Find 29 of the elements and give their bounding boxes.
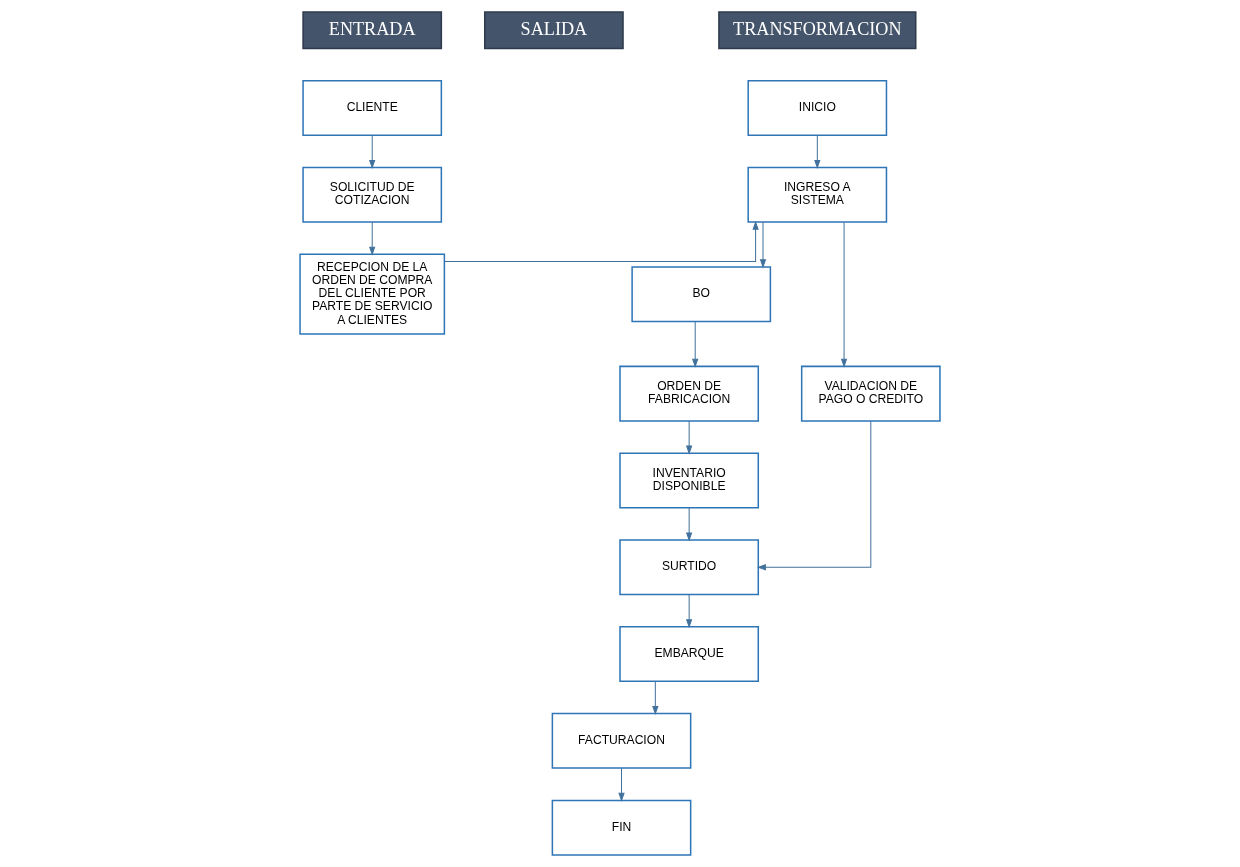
- node-box: FACTURACION: [551, 712, 692, 769]
- node-box: INGRESO A SISTEMA: [747, 166, 888, 223]
- node-box: INVENTARIO DISPONIBLE: [619, 452, 760, 509]
- node-box: INICIO: [747, 79, 888, 136]
- node-box: ORDEN DE FABRICACION: [619, 365, 760, 422]
- node-box: BO: [631, 266, 772, 323]
- arrow: [692, 321, 699, 368]
- node-box: SOLICITUD DE COTIZACION: [302, 166, 443, 223]
- node-box: SALIDA: [484, 11, 624, 50]
- arrow: [652, 681, 659, 716]
- arrow: [840, 221, 848, 368]
- node-box: VALIDACION DE PAGO O CREDITO: [800, 365, 941, 422]
- arrow: [759, 221, 767, 269]
- node-box: ENTRADA: [302, 11, 443, 50]
- arrow: [685, 594, 693, 629]
- node-box: CLIENTE: [302, 79, 443, 136]
- node-box: TRANSFORMACION: [718, 11, 917, 50]
- arrow: [814, 134, 821, 170]
- arrow: [369, 134, 376, 170]
- arrow: [369, 221, 376, 256]
- arrow: [756, 420, 872, 571]
- arrow: [618, 767, 625, 802]
- arrow: [685, 507, 693, 542]
- node-box: SURTIDO: [619, 539, 760, 596]
- node-box: EMBARQUE: [619, 626, 760, 683]
- node-box: RECEPCION DE LA ORDEN DE COMPRA DEL CLIENTE POR PARTE DE SERVICIO A CLIENTES: [299, 253, 446, 335]
- arrow: [444, 220, 759, 262]
- arrow: [685, 420, 693, 455]
- node-box: FIN: [551, 799, 692, 856]
